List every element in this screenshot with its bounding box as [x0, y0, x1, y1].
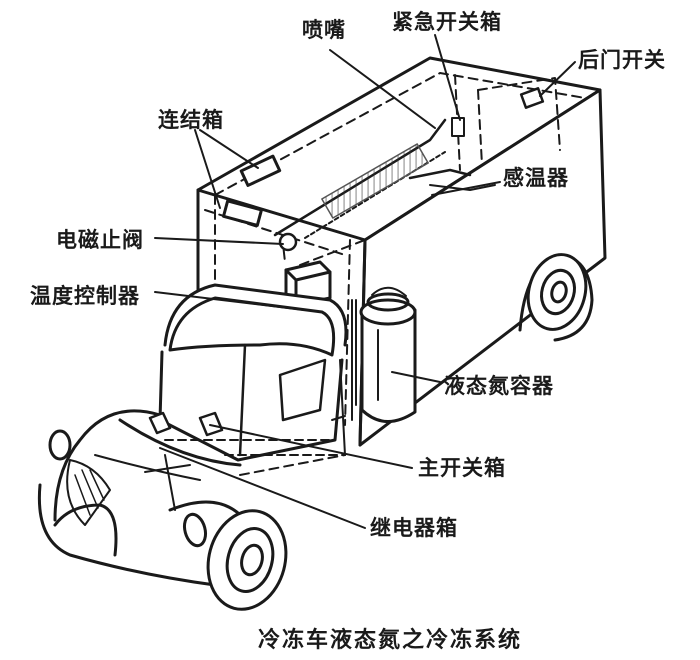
truck-cab	[158, 283, 348, 462]
label-rear-door-switch: 后门开关	[578, 48, 666, 72]
label-main-switch-box: 主开关箱	[418, 456, 506, 480]
emergency-switch-box-shape	[451, 117, 465, 137]
label-liquid-nitrogen-container: 液态氮容器	[444, 374, 554, 398]
label-relay-box: 继电器箱	[370, 516, 458, 540]
top-piping	[273, 118, 496, 239]
figure-caption: 冷冻车液态氮之冷冻系统	[257, 628, 522, 653]
container-piping	[351, 299, 357, 421]
label-temperature-sensor: 感温器	[503, 166, 569, 190]
label-junction-box: 连结箱	[158, 108, 224, 132]
leader-lines	[154, 34, 576, 529]
label-solenoid-valve: 电磁止阀	[56, 228, 144, 252]
label-temperature-controller: 温度控制器	[30, 284, 140, 308]
rear-wheel	[518, 253, 594, 342]
main-switch-box-shapes	[148, 411, 224, 437]
liquid-nitrogen-container-shape	[359, 286, 417, 423]
solenoid-valve-shape	[278, 232, 298, 252]
label-emergency-switch-box: 紧急开关箱	[392, 10, 502, 34]
front-wheel	[206, 509, 288, 611]
label-nozzle: 喷嘴	[302, 18, 346, 42]
junction-box-shapes	[222, 154, 282, 227]
